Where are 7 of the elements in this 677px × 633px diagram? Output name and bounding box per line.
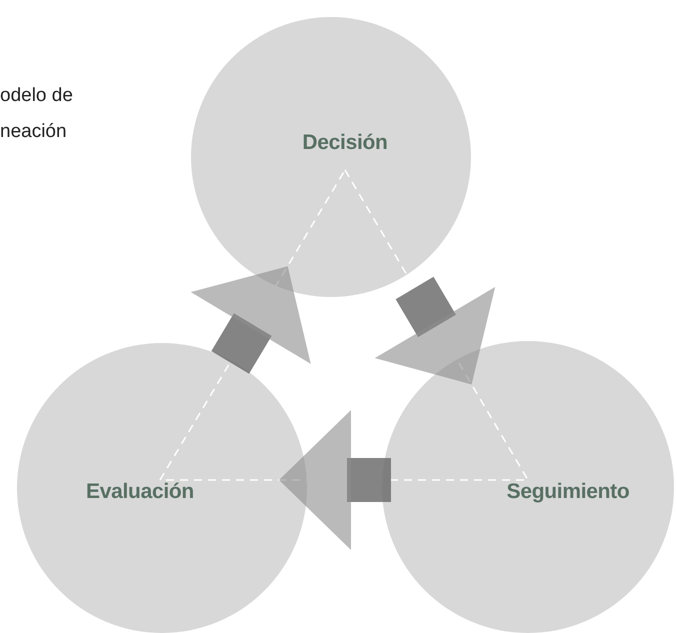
heading-text: odelo de neación [0, 84, 74, 144]
node-label: Evaluación [86, 480, 194, 504]
node-label: Seguimiento [506, 480, 630, 504]
block-arrow [279, 410, 391, 550]
block-arrow [190, 266, 311, 374]
node-label: Decisión [302, 131, 388, 155]
block-arrow [374, 276, 496, 384]
